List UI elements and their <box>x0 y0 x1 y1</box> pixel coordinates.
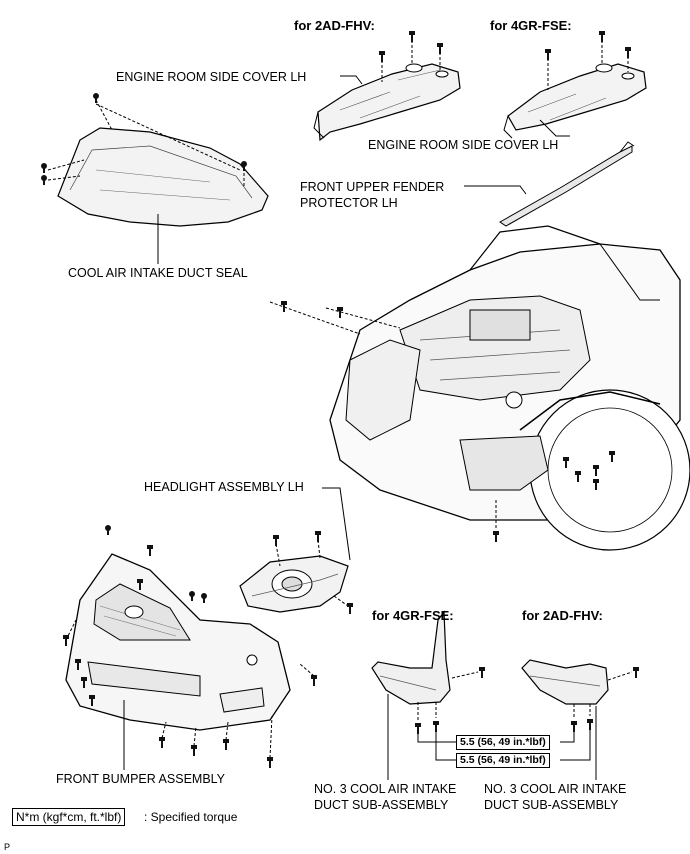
header-4gr-fse-top: for 4GR-FSE: <box>490 18 572 33</box>
label-cool-air-intake-duct-seal: COOL AIR INTAKE DUCT SEAL <box>68 266 248 280</box>
engine-room-side-cover-2ad <box>313 31 461 142</box>
torque-spec-1: 5.5 (56, 49 in.*lbf) <box>456 735 550 750</box>
figure-mark: P <box>4 842 11 852</box>
label-engine-room-side-cover-2ad: ENGINE ROOM SIDE COVER LH <box>116 70 307 84</box>
front-upper-fender-protector <box>464 141 635 227</box>
label-no3-duct-4gr-line1: NO. 3 COOL AIR INTAKE <box>314 782 457 796</box>
header-2ad-fhv-top: for 2AD-FHV: <box>294 18 375 33</box>
legend-torque-unit: N*m (kgf*cm, ft.*lbf) <box>12 808 126 826</box>
label-no3-duct-4gr-line2: DUCT SUB-ASSEMBLY <box>314 798 449 812</box>
front-bumper-assembly <box>63 525 317 770</box>
legend-torque-text: : Specified torque <box>144 810 238 824</box>
label-no3-duct-2ad-line2: DUCT SUB-ASSEMBLY <box>484 798 619 812</box>
headlight-assembly <box>239 487 353 614</box>
header-4gr-fse-bottom: for 4GR-FSE: <box>372 608 454 623</box>
engine-room-side-cover-4gr <box>503 31 647 139</box>
cool-air-intake-duct-seal <box>41 93 269 264</box>
torque-spec-2: 5.5 (56, 49 in.*lbf) <box>456 753 550 768</box>
label-fender-protector-line2: PROTECTOR LH <box>300 196 398 210</box>
label-engine-room-side-cover-4gr: ENGINE ROOM SIDE COVER LH <box>368 138 559 152</box>
label-fender-protector-line1: FRONT UPPER FENDER <box>300 180 445 194</box>
label-headlight-assembly: HEADLIGHT ASSEMBLY LH <box>144 480 304 494</box>
no3-cool-air-intake-duct-4gr <box>371 610 485 780</box>
label-front-bumper-assembly: FRONT BUMPER ASSEMBLY <box>56 772 226 786</box>
vehicle-front-illustration <box>269 225 690 551</box>
label-no3-duct-2ad-line1: NO. 3 COOL AIR INTAKE <box>484 782 627 796</box>
header-2ad-fhv-bottom: for 2AD-FHV: <box>522 608 603 623</box>
no3-cool-air-intake-duct-2ad <box>521 659 639 780</box>
